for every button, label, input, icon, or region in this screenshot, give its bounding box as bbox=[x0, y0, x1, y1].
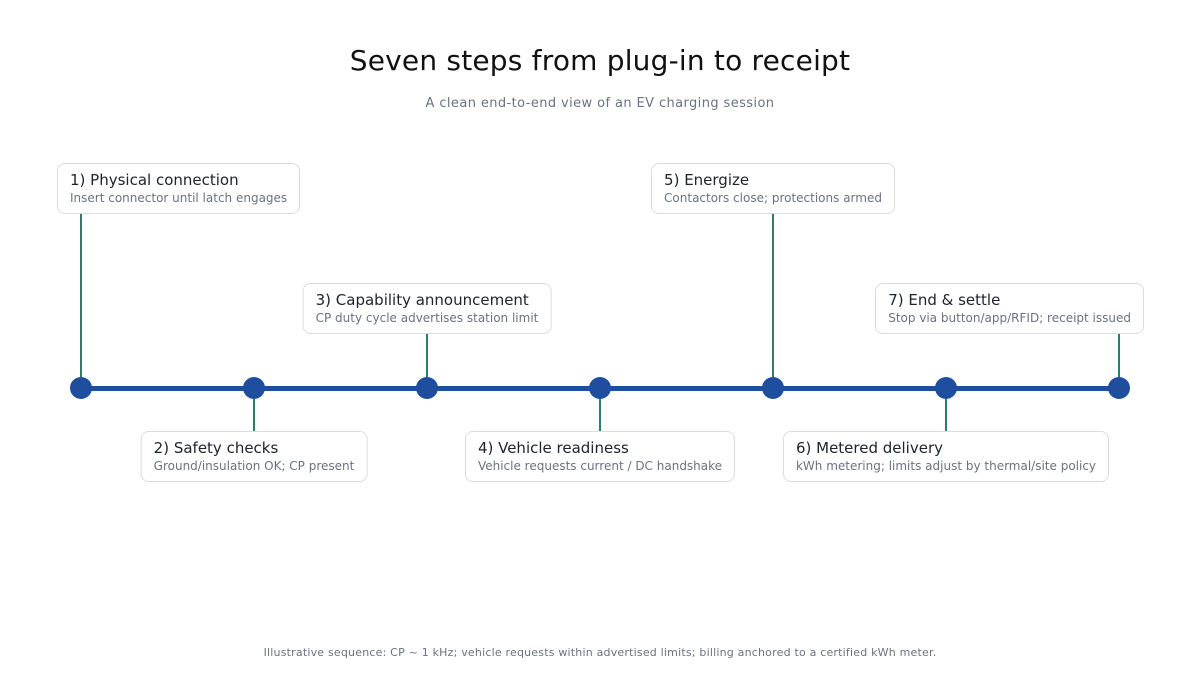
step-detail: Ground/insulation OK; CP present bbox=[153, 459, 355, 473]
step-label: 7) End & settle bbox=[888, 291, 1001, 309]
timeline-dot-6 bbox=[935, 377, 957, 399]
step-card-6: 6) Metered delivery kWh metering; limits… bbox=[782, 431, 1110, 482]
step-card-7: 7) End & settle Stop via button/app/RFID… bbox=[875, 283, 1144, 334]
step-detail: Vehicle requests current / DC handshake bbox=[477, 459, 723, 473]
page-title: Seven steps from plug-in to receipt bbox=[349, 44, 851, 77]
step-card-1: 1) Physical connection Insert connector … bbox=[57, 163, 301, 214]
step-label: 4) Vehicle readiness bbox=[477, 439, 629, 457]
step-label: 2) Safety checks bbox=[153, 439, 279, 457]
step-card-5: 5) Energize Contactors close; protection… bbox=[651, 163, 895, 214]
step-detail: Stop via button/app/RFID; receipt issued bbox=[888, 311, 1131, 325]
step-label: 3) Capability announcement bbox=[315, 291, 529, 309]
step-label: 5) Energize bbox=[664, 171, 750, 189]
timeline-dot-5 bbox=[762, 377, 784, 399]
step-label: 6) Metered delivery bbox=[795, 439, 944, 457]
step-label: 1) Physical connection bbox=[70, 171, 239, 189]
step-card-3: 3) Capability announcement CP duty cycle… bbox=[302, 283, 552, 334]
timeline-dot-7 bbox=[1108, 377, 1130, 399]
connector-step-6 bbox=[945, 399, 947, 431]
connector-step-3 bbox=[426, 331, 428, 377]
timeline-dot-3 bbox=[416, 377, 438, 399]
timeline-dot-1 bbox=[70, 377, 92, 399]
page-subtitle: A clean end-to-end view of an EV chargin… bbox=[425, 96, 775, 111]
step-detail: Insert connector until latch engages bbox=[70, 191, 288, 205]
step-card-4: 4) Vehicle readiness Vehicle requests cu… bbox=[464, 431, 736, 482]
connector-step-1 bbox=[80, 211, 82, 377]
timeline-dot-4 bbox=[589, 377, 611, 399]
connector-step-7 bbox=[1118, 331, 1120, 377]
timeline-dot-2 bbox=[243, 377, 265, 399]
step-detail: CP duty cycle advertises station limit bbox=[315, 311, 539, 325]
step-card-2: 2) Safety checks Ground/insulation OK; C… bbox=[140, 431, 368, 482]
connector-step-4 bbox=[599, 399, 601, 431]
step-detail: Contactors close; protections armed bbox=[664, 191, 882, 205]
connector-step-5 bbox=[772, 211, 774, 377]
connector-step-2 bbox=[253, 399, 255, 431]
step-detail: kWh metering; limits adjust by thermal/s… bbox=[795, 459, 1097, 473]
footer-caption: Illustrative sequence: CP ~ 1 kHz; vehic… bbox=[263, 646, 937, 659]
